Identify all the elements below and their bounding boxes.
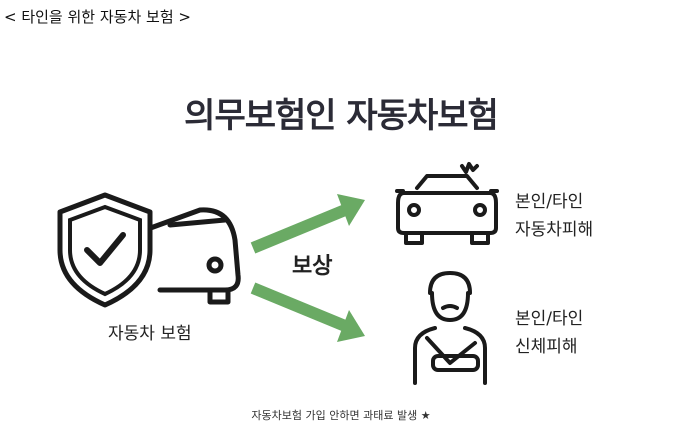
compensation-label: 보상	[292, 254, 333, 279]
outcome-line1: 본인/타인	[515, 309, 584, 329]
outcome-line2: 자동차피해	[515, 220, 594, 240]
arrow-up-icon	[250, 194, 365, 254]
injured-person-icon	[413, 271, 487, 385]
footnote: 자동차보험 가입 안하면 과태료 발생 ★	[251, 409, 431, 422]
outcome-body-damage: 본인/타인 신체피해	[515, 305, 583, 361]
arrow-down-icon	[250, 282, 365, 342]
damaged-car-icon	[395, 162, 499, 245]
shield-car-icon	[57, 192, 241, 308]
outcome-car-damage: 본인/타인 자동차피해	[515, 188, 593, 244]
outcome-line2: 신체피해	[515, 337, 578, 357]
page-title: 의무보험인 자동차보험	[184, 96, 499, 136]
outcome-line1: 본인/타인	[515, 192, 584, 212]
page-header: < 타인을 위한 자동차 보험 >	[4, 8, 191, 26]
insurance-label: 자동차 보험	[108, 324, 192, 344]
